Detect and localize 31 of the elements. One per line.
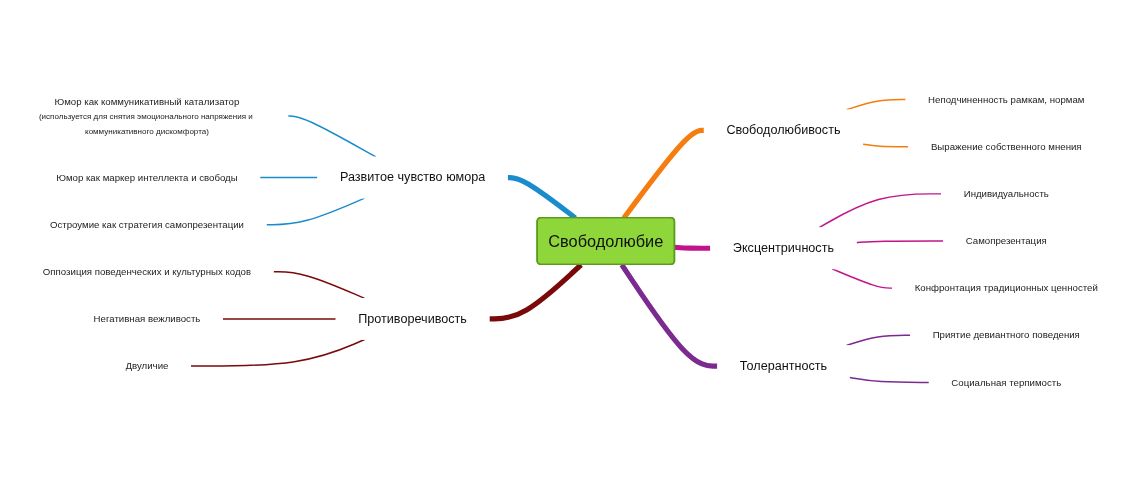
node-text: Юмор как коммуникативный катализатор (используется для снятия эмоционального напряжения и коммуникативного дискомфорта)	[38, 95, 253, 136]
node-text: Двуличие	[125, 360, 169, 372]
connector	[221, 318, 337, 320]
node-text: Свободолюбивость	[726, 123, 841, 138]
connector	[287, 115, 377, 158]
node-text: Оппозиция поведенческих и культурных кодов	[42, 266, 252, 278]
connector	[845, 334, 912, 347]
connector	[619, 263, 718, 369]
node-text: Индивидуальность	[963, 188, 1049, 200]
node-text: Остроумие как стратегия самопрезентации	[49, 218, 244, 231]
connector	[818, 193, 943, 229]
node-text: Толерантность	[739, 358, 828, 373]
node-text: Противоречивость	[358, 311, 467, 326]
node-text: Юмор как маркер интеллекта и свободы	[56, 171, 238, 183]
connector	[862, 143, 910, 148]
connector	[831, 268, 894, 289]
connector	[855, 240, 945, 244]
node-text: Социальная терпимость	[951, 376, 1062, 388]
connector	[189, 338, 366, 367]
connector	[259, 176, 319, 179]
node-text: Конфронтация традиционных ценностей	[914, 282, 1098, 294]
node-text: Приятие девиантного поведения	[932, 329, 1080, 341]
connector	[848, 376, 930, 384]
node-text: Неподчиненность рамкам, нормам	[928, 93, 1085, 105]
node-text: Самопрезентация	[965, 235, 1047, 247]
node-text: Эксцентричность	[732, 241, 835, 256]
connector	[272, 271, 366, 300]
node-text: Негативная вежливость	[93, 313, 201, 325]
connector	[674, 244, 711, 251]
node-text: Развитое чувство юмора	[339, 170, 486, 185]
node-text: Выражение собственного мнения	[930, 140, 1082, 153]
